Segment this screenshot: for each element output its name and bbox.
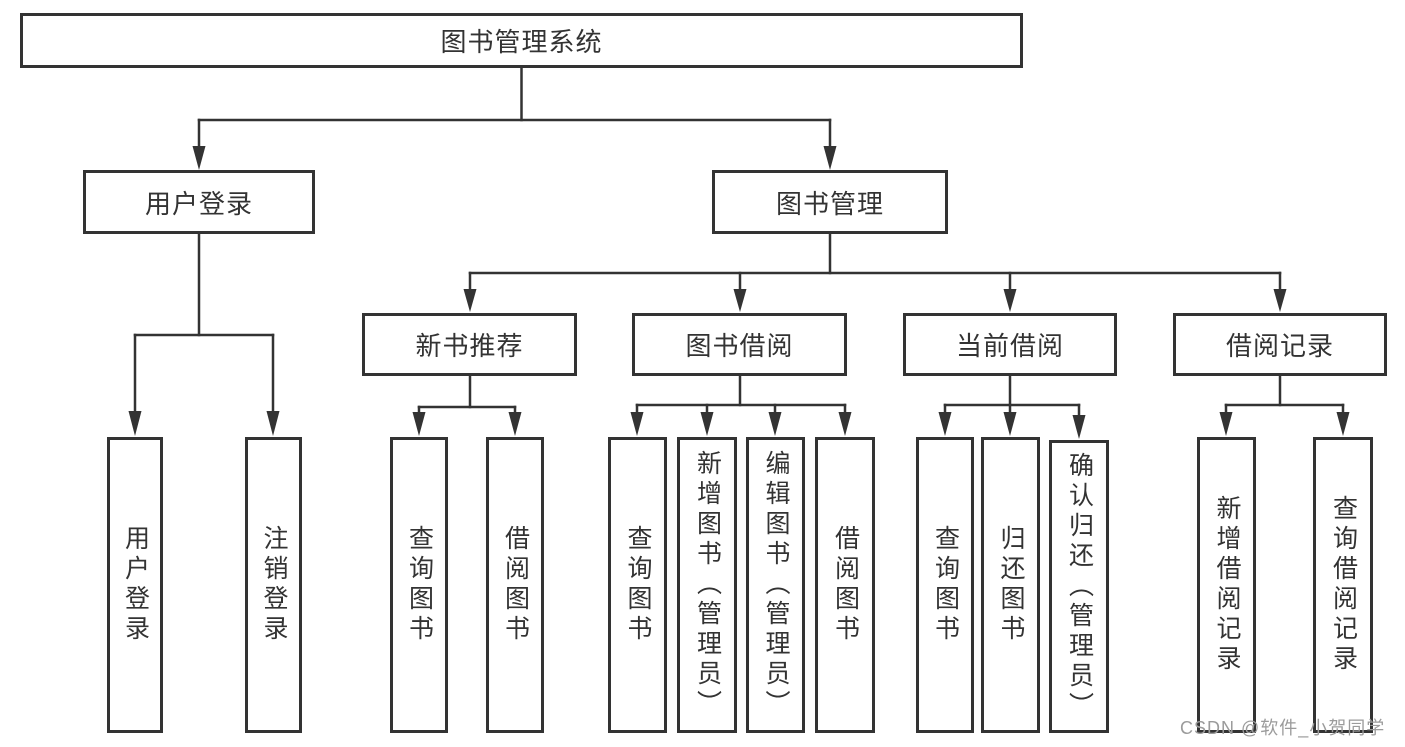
leaf-query-borrow-record-label: 查询借阅记录 [1329,495,1358,675]
watermark: CSDN @软件_小贺同学 [1180,718,1386,738]
leaf-return-books: 归还图书 [981,437,1040,733]
leaf-add-borrow-record: 新增借阅记录 [1197,437,1256,733]
leaf-query-books-current: 查询图书 [916,437,974,733]
section-current-borrowing: 当前借阅 [903,313,1117,376]
leaf-edit-books-admin: 编辑图书（管理员） [746,437,805,733]
section-book-borrowing-label: 图书借阅 [685,331,794,361]
leaf-user-login-label: 用户登录 [121,525,150,645]
leaf-query-borrow-record: 查询借阅记录 [1313,437,1373,733]
node-root-label: 图书管理系统 [440,27,603,57]
leaf-logout-login-label: 注销登录 [260,525,288,645]
leaf-add-books-admin-label: 新增图书（管理员） [693,450,722,720]
leaf-query-books-current-label: 查询图书 [931,525,960,645]
leaf-query-books-recommend: 查询图书 [390,437,448,733]
leaf-borrow-books: 借阅图书 [815,437,875,733]
leaf-query-books-borrowing-label: 查询图书 [624,525,652,645]
section-new-book-recommendation-label: 新书推荐 [415,331,524,361]
leaf-borrow-books-label: 借阅图书 [831,525,860,645]
leaf-borrow-books-recommend-label: 借阅图书 [501,525,530,645]
leaf-confirm-return-admin: 确认归还（管理员） [1049,440,1109,733]
leaf-edit-books-admin-label: 编辑图书（管理员） [762,450,790,720]
section-current-borrowing-label: 当前借阅 [955,331,1064,361]
section-borrowing-records-label: 借阅记录 [1225,331,1334,361]
section-borrowing-records: 借阅记录 [1173,313,1387,376]
leaf-add-borrow-record-label: 新增借阅记录 [1213,495,1241,675]
leaf-logout-login: 注销登录 [245,437,302,733]
leaf-return-books-label: 归还图书 [997,525,1025,645]
branch-book-management-label: 图书管理 [775,188,884,219]
branch-book-management: 图书管理 [712,170,948,234]
leaf-query-books-recommend-label: 查询图书 [405,525,434,645]
branch-user-login: 用户登录 [83,170,315,234]
section-new-book-recommendation: 新书推荐 [362,313,577,376]
leaf-query-books-borrowing: 查询图书 [608,437,667,733]
leaf-borrow-books-recommend: 借阅图书 [486,437,544,733]
leaf-confirm-return-admin-label: 确认归还（管理员） [1065,451,1094,722]
node-root: 图书管理系统 [20,13,1023,68]
leaf-user-login: 用户登录 [107,437,163,733]
leaf-add-books-admin: 新增图书（管理员） [677,437,737,733]
branch-user-login-label: 用户登录 [144,188,253,219]
section-book-borrowing: 图书借阅 [632,313,847,376]
